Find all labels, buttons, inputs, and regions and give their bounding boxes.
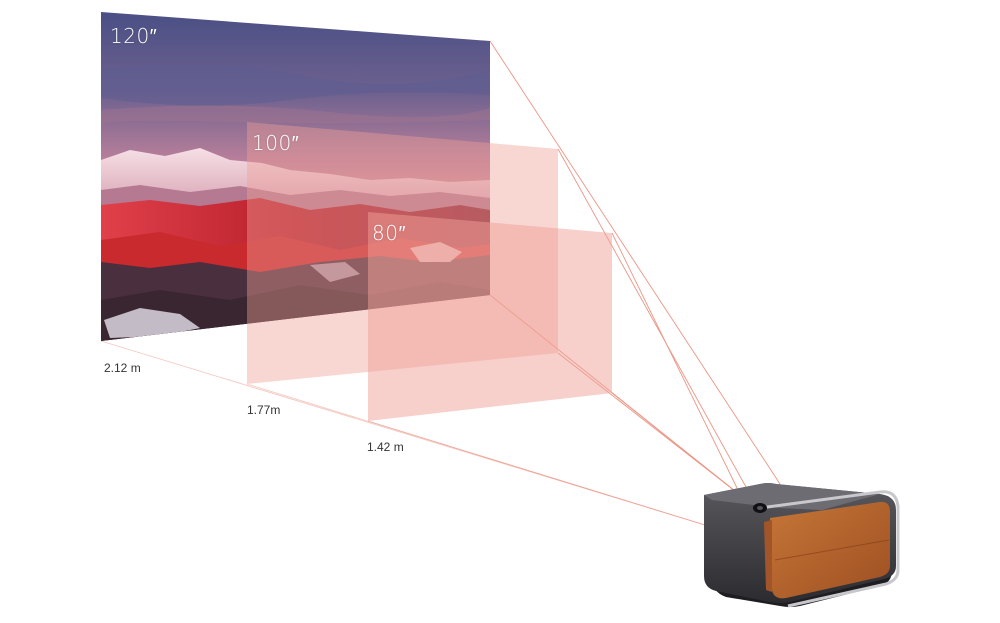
screen-size-label: 80″	[372, 221, 407, 245]
beam-line	[611, 392, 741, 496]
beam-line	[367, 420, 706, 526]
distance-label: 2.12 m	[104, 361, 141, 375]
projector-icon	[704, 483, 900, 608]
screen-size-label: 100″	[252, 131, 300, 155]
screen-120	[101, 12, 490, 341]
beam-line	[489, 40, 783, 488]
mountain-landscape-image	[101, 12, 490, 341]
beam-line	[611, 232, 739, 491]
screen-80	[368, 212, 612, 421]
projection-beams	[100, 40, 783, 526]
screen-size-label: 120″	[110, 24, 158, 48]
beam-line	[557, 148, 747, 488]
distance-label: 1.42 m	[367, 440, 404, 454]
distance-label: 1.77m	[247, 403, 281, 417]
